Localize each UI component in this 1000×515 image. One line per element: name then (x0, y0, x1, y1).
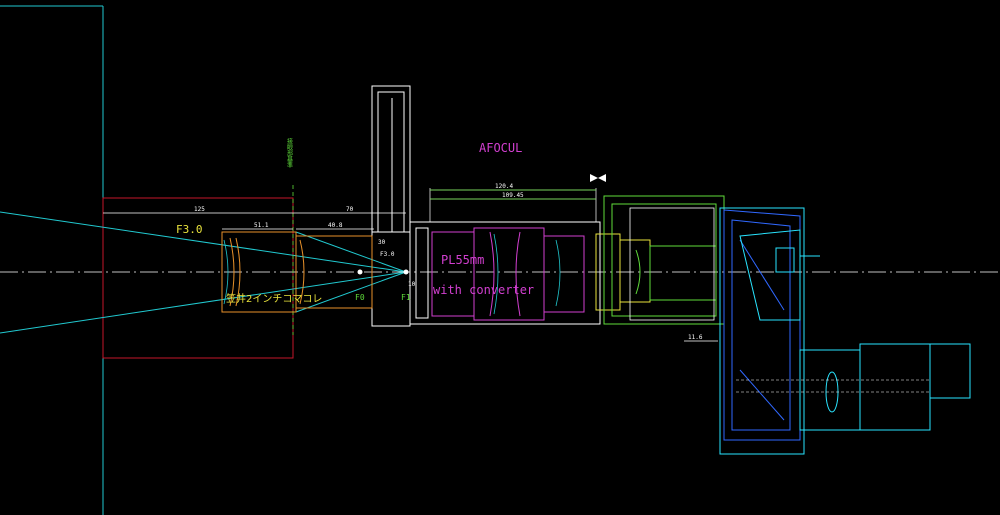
camera-lens-green (603, 195, 725, 325)
lens-model-label: PL55mm (441, 253, 484, 267)
dim-11: 11.6 (688, 334, 703, 341)
dim-51: 51.1 (254, 222, 269, 229)
dim-70: 70 (346, 206, 354, 213)
adapter-body (409, 221, 601, 325)
focus-marker (357, 174, 606, 275)
dim-30: 30 (378, 239, 386, 246)
left-frame (0, 5, 104, 515)
light-rays (0, 211, 407, 334)
camera-body (723, 209, 801, 441)
corrector-lens-cyan (223, 239, 229, 305)
vertical-text: 接眼部基準 (286, 137, 293, 169)
dimension-labels: 125 70 51.1 40.8 30 10 120.4 109.45 11.6 (194, 183, 703, 341)
dim-120: 120.4 (495, 183, 513, 190)
eyepiece-pl55 (431, 227, 585, 321)
f1-label: F1 (401, 293, 411, 302)
jp-label: 笠井2インチコマコレ (226, 292, 322, 305)
dim-40: 40.8 (328, 222, 343, 229)
dimension-lines-green (430, 189, 596, 200)
camera-optics-white (736, 379, 930, 393)
f3-small-label: F3.0 (380, 251, 395, 258)
dim-109: 109.45 (502, 192, 524, 199)
diagonal-housing (371, 85, 411, 327)
lens-note-label: with converter (433, 283, 534, 297)
camera-lens-white (629, 207, 715, 321)
title-label: AFOCUL (479, 141, 522, 155)
dim-10: 10 (408, 281, 416, 288)
eyepiece-lens-cyan (493, 233, 561, 315)
dim-125: 125 (194, 206, 205, 213)
camera-body-cyan (719, 207, 971, 455)
f-number-label: F3.0 (176, 223, 203, 236)
f0-label: F0 (355, 293, 365, 302)
coma-corrector (221, 231, 373, 313)
